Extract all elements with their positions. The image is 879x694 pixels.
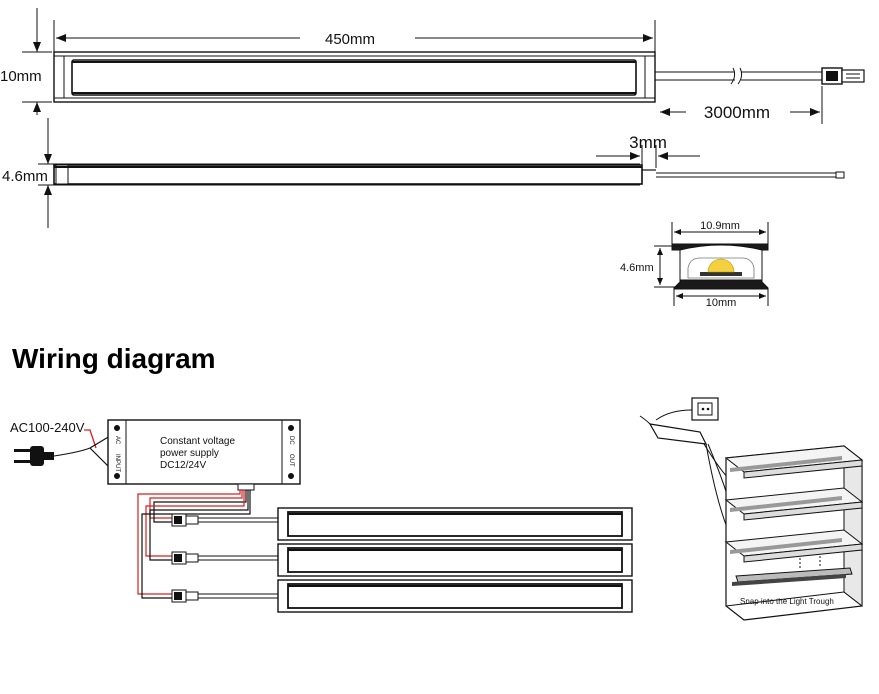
height-top-label: 10mm — [0, 68, 42, 85]
depth-side-label: 4.6mm — [2, 168, 48, 185]
light-bar-2 — [171, 543, 633, 577]
profile-height-label: 4.6mm — [620, 262, 654, 274]
profile-width-bottom-label: 10mm — [706, 297, 737, 309]
end-gap-label: 3mm — [629, 133, 667, 152]
profile-width-top-label: 10.9mm — [700, 220, 740, 232]
output-wires — [137, 490, 251, 599]
light-trough — [735, 567, 853, 583]
power-input: AC100-240V — [10, 420, 111, 469]
psu-line1: Constant voltage — [160, 436, 235, 447]
psu-ac-tag: AC — [114, 436, 120, 445]
wiring-section-title: Wiring diagram — [12, 343, 216, 374]
light-bar-1 — [171, 507, 633, 541]
psu-in-tag: INPUT — [114, 454, 120, 472]
led-chip — [707, 258, 735, 273]
power-supply: AC INPUT DC OUT Constant voltage power s… — [107, 419, 301, 491]
side-view: 4.6mm 3mm — [2, 118, 845, 228]
bar-side — [53, 164, 643, 185]
cabinet-caption: Snap into the Light Trough — [740, 597, 834, 606]
psu-line3: DC12/24V — [160, 460, 206, 471]
top-view: 450mm 10mm 30 — [0, 8, 865, 124]
length-label: 450mm — [325, 31, 375, 48]
profile-cross-section: 10.9mm 4.6mm 10mm — [620, 220, 769, 309]
input-voltage-label: AC100-240V — [10, 420, 85, 435]
bar-top-diffuser — [71, 59, 637, 96]
cable-length-label: 3000mm — [704, 103, 770, 122]
psu-out-tag: OUT — [288, 454, 294, 467]
psu-line2: power supply — [160, 448, 219, 459]
light-bar-3 — [171, 579, 633, 613]
power-plug-icon — [14, 446, 54, 466]
cabinet-installation: Snap into the Light Trough — [639, 397, 864, 621]
psu-dc-tag: DC — [288, 436, 294, 445]
